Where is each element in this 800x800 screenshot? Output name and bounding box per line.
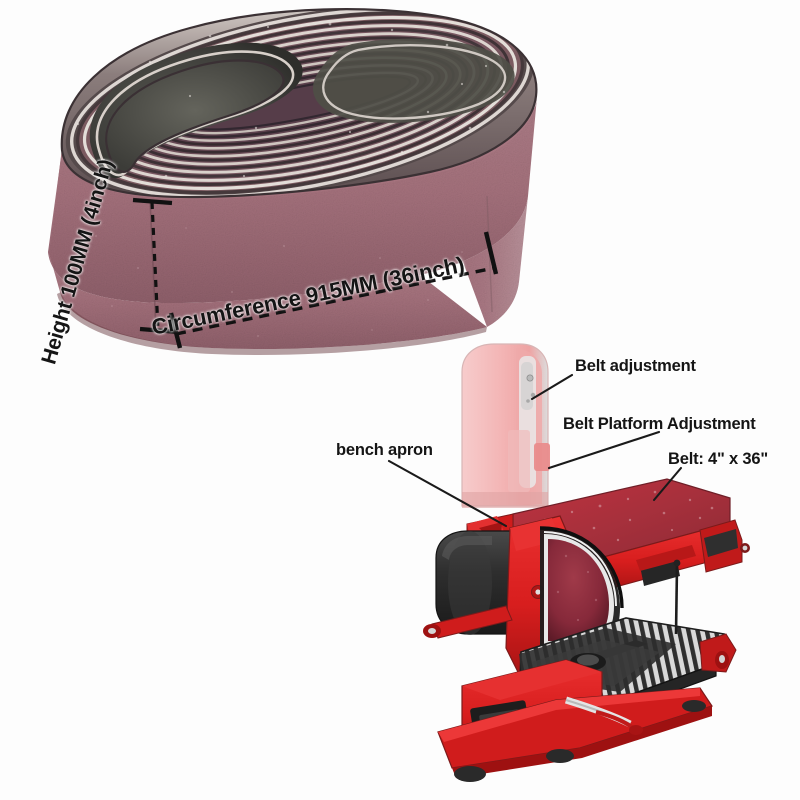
belt-seam xyxy=(149,198,157,331)
work-table xyxy=(519,559,737,713)
height-dimension-label: Height 100MM (4inch) xyxy=(37,156,118,367)
belt-platform-top xyxy=(512,478,731,560)
leader-belt-platform-adjustment xyxy=(547,430,661,470)
sanding-disc xyxy=(539,526,624,650)
sander-base xyxy=(437,659,713,782)
motor-drum xyxy=(435,530,531,635)
bench-apron-bracket xyxy=(466,513,514,581)
belt-loop-stack xyxy=(61,9,537,198)
circumference-dimension-label: Circumference 915MM (36inch) xyxy=(149,251,467,340)
leader-bench-apron xyxy=(387,459,508,528)
sander-main-housing xyxy=(466,478,750,593)
belt-right-seam xyxy=(486,195,493,313)
callout-label-belt-platform-adjustment: Belt Platform Adjustment xyxy=(563,415,756,433)
circumference-tick-right xyxy=(483,231,499,275)
belt-outer-wall xyxy=(48,96,536,302)
tilt-lever xyxy=(431,605,513,639)
height-tick-top xyxy=(132,197,173,206)
belt-opening-outline xyxy=(60,8,538,199)
callout-label-bench-apron: bench apron xyxy=(336,441,433,459)
callout-label-belt-adjustment: Belt adjustment xyxy=(575,357,696,375)
belt-sanding-arm xyxy=(461,343,550,508)
power-switch-plate xyxy=(470,700,532,754)
leader-belt-size xyxy=(652,466,683,502)
table-support-rod xyxy=(674,565,679,635)
height-dimension-line xyxy=(150,201,160,331)
leader-belt-adjustment xyxy=(530,373,574,401)
base-plate xyxy=(437,687,713,769)
callout-label-belt-size: Belt: 4" x 36" xyxy=(668,450,768,468)
motor-housing xyxy=(423,515,573,677)
